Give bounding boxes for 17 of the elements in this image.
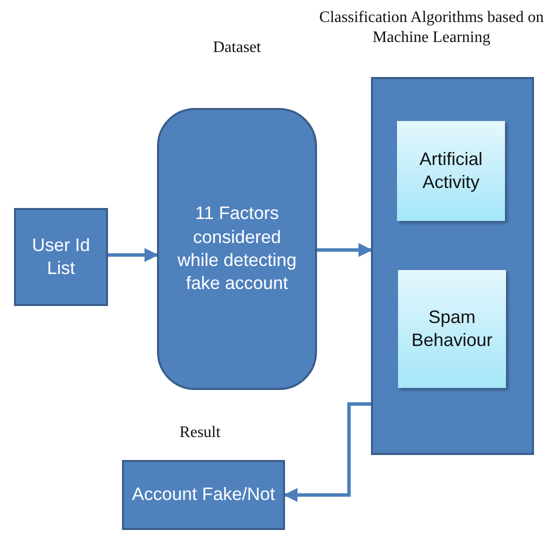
node-text: Account Fake/Not [132, 483, 276, 506]
arrow [284, 402, 371, 502]
node-text: Artificial Activity [418, 148, 484, 194]
heading-label: Dataset [212, 38, 262, 58]
process-box [14, 208, 108, 306]
arrow [317, 243, 372, 257]
container-box [371, 77, 534, 455]
node-text: Spam Behaviour [410, 306, 494, 352]
rounded-process-box [157, 108, 317, 390]
heading-label: Classification Algorithms based on Machine Learning [318, 8, 545, 48]
process-box [397, 121, 505, 221]
process-box [122, 460, 285, 530]
node-text: 11 Factors considered while detecting fake account [176, 202, 298, 296]
arrow [108, 248, 158, 262]
process-box [398, 270, 506, 388]
heading-label: Result [178, 423, 222, 443]
node-text: User Id List [30, 234, 92, 280]
